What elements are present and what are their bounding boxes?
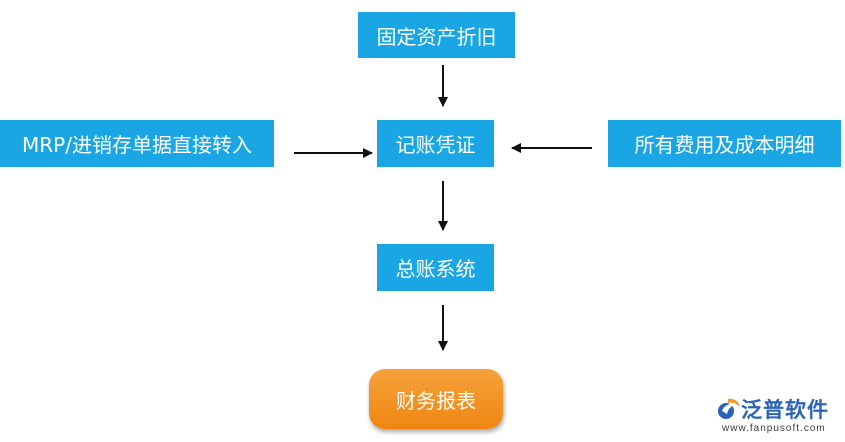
logo-url: www.fanpusoft.com: [722, 423, 826, 434]
node-expense-cost-detail: 所有费用及成本明细: [608, 120, 841, 167]
node-financial-reports: 财务报表: [369, 369, 503, 429]
node-mrp-import: MRP/进销存单据直接转入: [0, 120, 274, 167]
node-accounting-voucher: 记账凭证: [377, 120, 494, 167]
node-fixed-asset-depreciation: 固定资产折旧: [358, 12, 515, 58]
node-general-ledger: 总账系统: [377, 244, 494, 291]
fanpu-logo: 泛普软件 www.fanpusoft.com: [716, 394, 841, 440]
fanpu-logo-icon: [718, 398, 740, 419]
logo-name: 泛普软件: [741, 398, 829, 422]
